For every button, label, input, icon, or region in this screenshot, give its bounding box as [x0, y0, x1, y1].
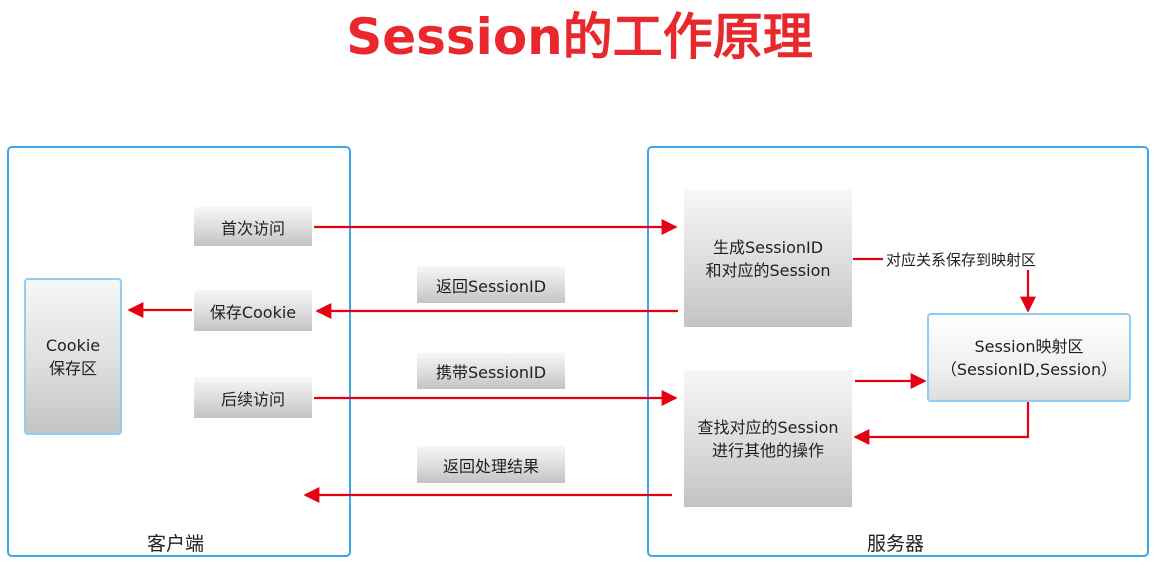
carry-sessionid-box: 携带SessionID — [417, 353, 565, 389]
lookup-session-box: 查找对应的Session 进行其他的操作 — [684, 370, 852, 507]
generate-session-line1: 生成SessionID — [712, 237, 824, 257]
first-visit-box: 首次访问 — [194, 207, 312, 246]
cookie-storage-line2: 保存区 — [48, 358, 97, 378]
session-map-box: Session映射区 （SessionID,Session） — [927, 313, 1131, 402]
client-label: 客户端 — [147, 533, 205, 555]
save-mapping-label: 对应关系保存到映射区 — [883, 249, 1040, 270]
return-sessionid-box: 返回SessionID — [417, 266, 565, 303]
save-cookie-box: 保存Cookie — [194, 290, 312, 331]
session-map-line1: Session映射区 — [974, 336, 1084, 356]
lookup-session-line1: 查找对应的Session — [697, 417, 839, 437]
subsequent-visit-box: 后续访问 — [194, 377, 312, 418]
map-to-lookup-arrow — [853, 402, 1030, 445]
return-sessionid-label: 返回SessionID — [435, 276, 547, 296]
lookup-session-line2: 进行其他的操作 — [711, 440, 824, 460]
generate-session-box: 生成SessionID 和对应的Session — [684, 190, 852, 327]
cookie-storage-line1: Cookie — [45, 335, 101, 355]
return-result-box: 返回处理结果 — [417, 446, 565, 483]
cookie-storage-box: Cookie 保存区 — [24, 278, 122, 435]
carry-sessionid-label: 携带SessionID — [435, 363, 547, 382]
return-result-label: 返回处理结果 — [442, 456, 539, 476]
generate-session-line2: 和对应的Session — [705, 260, 831, 280]
diagram-title: Session的工作原理 — [346, 8, 813, 66]
subsequent-visit-label: 后续访问 — [220, 389, 285, 409]
server-label: 服务器 — [867, 533, 925, 555]
first-visit-label: 首次访问 — [220, 218, 285, 238]
session-map-line2: （SessionID,Session） — [940, 359, 1118, 379]
save-cookie-label: 保存Cookie — [209, 302, 297, 322]
